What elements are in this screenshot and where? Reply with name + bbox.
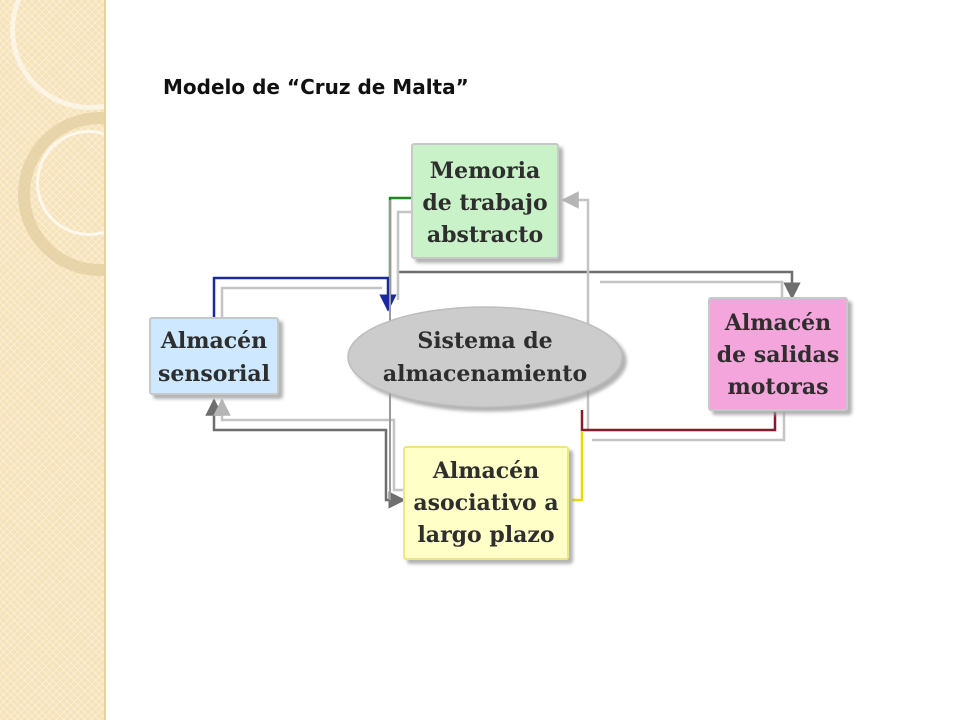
node-sistema-de-almacenamiento: Sistema de almacenamiento bbox=[347, 306, 623, 408]
node-memoria-line-1: Memoria bbox=[430, 158, 541, 184]
connector-light-sensorial-top bbox=[220, 286, 382, 318]
connector-red bbox=[580, 410, 777, 432]
connector-gray-motoras-top bbox=[398, 270, 801, 300]
connector-yellow bbox=[572, 432, 584, 502]
node-motoras-line-1: Almacén bbox=[724, 310, 831, 336]
node-almacen-sensorial: Almacén sensorial bbox=[149, 317, 279, 395]
node-asociativo-line-3: largo plazo bbox=[417, 522, 554, 548]
connector-green bbox=[388, 196, 412, 300]
node-motoras-line-3: motoras bbox=[727, 374, 828, 400]
connector-gray-sensorial-bottom bbox=[205, 398, 406, 509]
node-sensorial-line-2: sensorial bbox=[158, 361, 270, 387]
connector-light-motoras-bottom bbox=[592, 412, 786, 442]
node-sistema-ellipse bbox=[347, 306, 623, 408]
node-sistema-line-2: almacenamiento bbox=[383, 361, 587, 387]
node-almacen-salidas-motoras: Almacén de salidas motoras bbox=[708, 297, 848, 411]
node-asociativo-box bbox=[403, 446, 569, 560]
node-memoria-line-2: de trabajo bbox=[422, 190, 547, 216]
slide-title: Modelo de “Cruz de Malta” bbox=[163, 75, 469, 99]
connector-light-sensorial-bottom bbox=[213, 398, 404, 492]
node-motoras-box bbox=[708, 297, 848, 411]
connector-blue bbox=[212, 276, 397, 318]
node-memoria-de-trabajo: Memoria de trabajo abstracto bbox=[411, 143, 559, 259]
connector-light-motoras-top bbox=[600, 280, 784, 298]
connector-light-memoria-left bbox=[396, 210, 412, 300]
node-motoras-line-2: de salidas bbox=[717, 342, 839, 368]
node-sensorial-box bbox=[149, 317, 279, 395]
node-sensorial-line-1: Almacén bbox=[160, 328, 267, 354]
node-asociativo-line-1: Almacén bbox=[432, 458, 539, 484]
node-sistema-line-1: Sistema de bbox=[417, 328, 552, 354]
node-almacen-asociativo: Almacén asociativo a largo plazo bbox=[403, 446, 569, 560]
side-band-edge bbox=[104, 0, 106, 720]
decorative-side-band bbox=[0, 0, 106, 720]
node-memoria-box bbox=[411, 143, 559, 259]
node-memoria-line-3: abstracto bbox=[427, 222, 543, 248]
connector-lines bbox=[205, 191, 801, 509]
node-asociativo-line-2: asociativo a bbox=[413, 490, 558, 516]
